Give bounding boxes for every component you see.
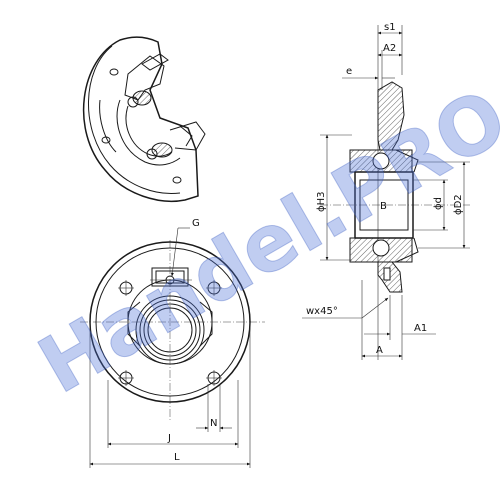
dim-label-d2: ϕD2 [453,194,464,215]
dim-label-a: A [376,345,383,356]
dim-label-h3: ϕH3 [316,192,327,212]
dim-label-l: L [174,452,180,463]
flange-hole-3 [172,176,182,184]
dim-label-b: B [380,201,387,212]
front-view: G N J L [80,218,265,468]
dim-label-n: N [210,418,217,429]
dim-label-g: G [192,218,200,229]
flange-hole-1 [109,68,119,76]
dim-label-a1: A1 [414,323,427,334]
dim-label-e: e [346,66,352,77]
isometric-view [82,36,206,202]
section-view: s1 A2 e ϕH3 ϕd ϕD2 B wx45° A1 A [302,22,470,360]
dim-label-j: J [167,433,171,444]
dim-label-d: ϕd [433,197,444,210]
dim-label-s1: s1 [384,22,396,33]
dim-label-a2: A2 [383,43,396,54]
dim-label-wx45: wx45° [306,306,338,317]
watermark-text: Handel.PRO [25,72,500,411]
